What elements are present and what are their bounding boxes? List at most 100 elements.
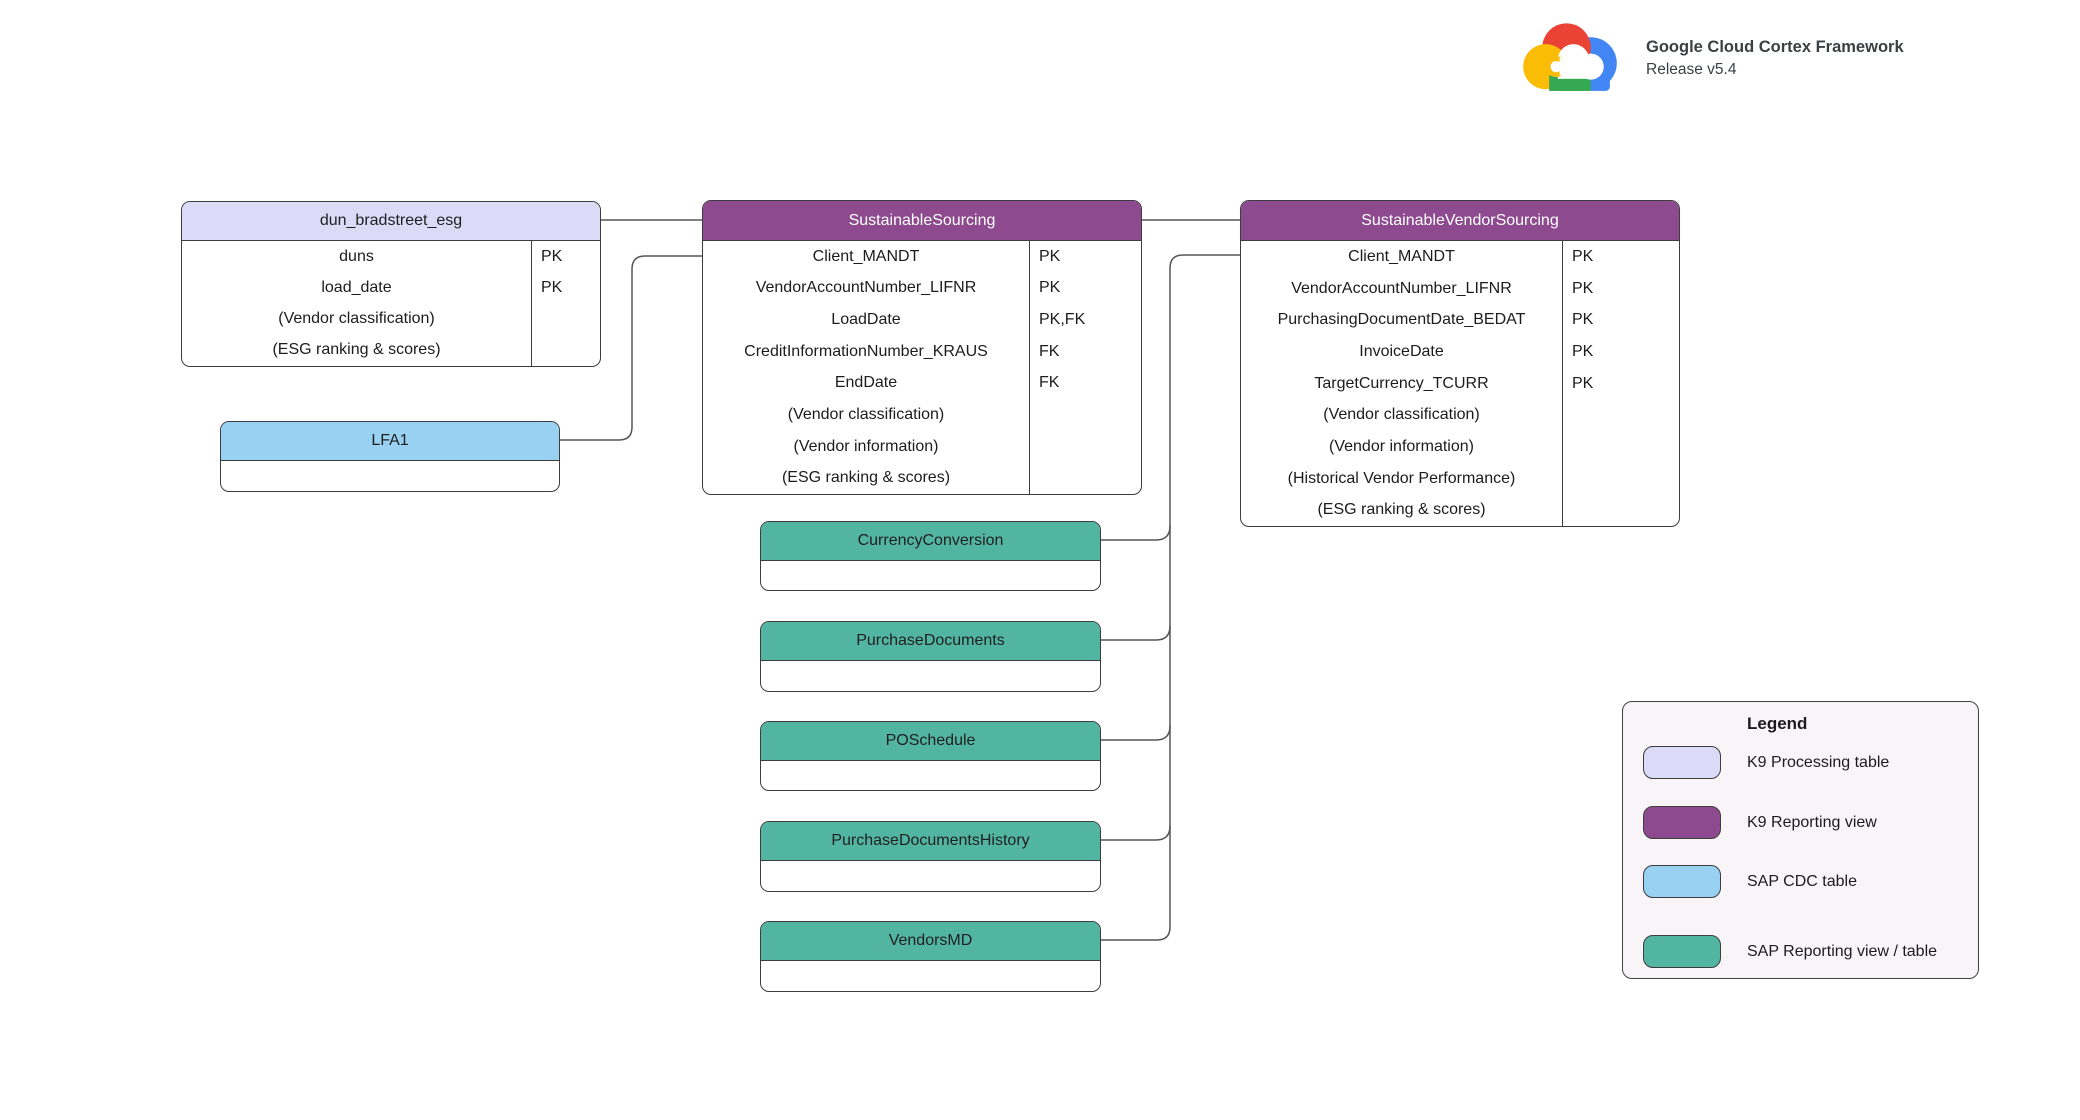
table-row: CreditInformationNumber_KRAUS FK (703, 335, 1141, 368)
field-name: Client_MANDT (812, 247, 920, 265)
table-row (761, 861, 1100, 891)
field-key: PK,FK (1029, 304, 1141, 336)
legend-label: K9 Processing table (1747, 753, 1890, 771)
field-name: (Vendor classification) (1323, 406, 1480, 424)
field-key: FK (1029, 367, 1141, 400)
brand-header: Google Cloud Cortex Framework Release v5… (1518, 14, 1904, 102)
legend-swatch-sap_reporting (1643, 935, 1721, 968)
table-body (761, 761, 1100, 790)
table-title-SustainableVendorSourcing: SustainableVendorSourcing (1241, 201, 1679, 241)
table-body (761, 661, 1100, 691)
table-row (221, 461, 559, 491)
table-row: Client_MANDT PK (703, 241, 1141, 273)
legend-swatch-k9_processing (1643, 746, 1721, 779)
table-title-LFA1: LFA1 (221, 422, 559, 461)
legend-label: SAP CDC table (1747, 872, 1857, 890)
legend-swatch-sap_cdc (1643, 865, 1721, 898)
field-name: LoadDate (831, 311, 901, 329)
field-name: (Vendor information) (793, 437, 939, 455)
field-name: (ESG ranking & scores) (1317, 501, 1486, 519)
table-row: (Vendor classification) (703, 399, 1141, 431)
table-row: (Historical Vendor Performance) (1241, 462, 1679, 495)
field-name: PurchasingDocumentDate_BEDAT (1277, 311, 1526, 329)
table-VendorsMD: VendorsMD (760, 921, 1101, 992)
field-name: VendorAccountNumber_LIFNR (1291, 279, 1512, 297)
field-key: PK (1562, 241, 1679, 273)
table-title-VendorsMD: VendorsMD (761, 922, 1100, 961)
google-cloud-logo (1523, 23, 1617, 91)
connector-poschedule--trunk (1101, 725, 1171, 741)
connector-lfa1--sustainablesourcing (560, 255, 702, 441)
table-body (761, 961, 1100, 991)
table-LFA1: LFA1 (220, 421, 560, 492)
table-row: LoadDate PK,FK (703, 304, 1141, 336)
field-name: (Vendor classification) (787, 405, 945, 423)
field-name: EndDate (834, 374, 898, 392)
field-key (1562, 399, 1679, 432)
table-row: VendorAccountNumber_LIFNR PK (703, 272, 1141, 305)
table-body: Client_MANDT PK VendorAccountNumber_LIFNR P… (703, 241, 1141, 494)
field-name (761, 561, 1100, 590)
table-title-dun_bradstreet_esg: dun_bradstreet_esg (182, 202, 600, 241)
table-row: (ESG ranking & scores) (1241, 494, 1679, 526)
field-name: (Vendor information) (1329, 437, 1474, 455)
field-name: (ESG ranking & scores) (781, 469, 951, 487)
legend-swatch-k9_reporting (1643, 806, 1721, 839)
field-key (531, 334, 600, 366)
field-key: PK (531, 241, 600, 273)
table-title-PurchaseDocuments: PurchaseDocuments (761, 622, 1100, 661)
table-title-PurchaseDocumentsHistory: PurchaseDocumentsHistory (761, 822, 1100, 861)
field-key (1562, 462, 1679, 495)
field-key: PK (1029, 272, 1141, 305)
table-row (761, 761, 1100, 790)
field-key (1562, 431, 1679, 463)
table-row (761, 661, 1100, 691)
field-key: PK (1562, 336, 1679, 368)
legend-label: K9 Reporting view (1747, 813, 1877, 831)
field-key (1029, 430, 1141, 463)
field-key: PK (1029, 241, 1141, 273)
field-key: PK (1562, 367, 1679, 400)
field-name: VendorAccountNumber_LIFNR (755, 279, 977, 297)
table-row: load_date PK (182, 272, 600, 304)
table-row: (Vendor classification) (1241, 399, 1679, 432)
brand-subtitle: Release v5.4 (1646, 60, 1737, 78)
legend-title: Legend (1747, 714, 1808, 733)
field-name (761, 761, 1100, 790)
table-CurrencyConversion: CurrencyConversion (760, 521, 1101, 591)
field-key: PK (1562, 304, 1679, 337)
table-title-CurrencyConversion: CurrencyConversion (761, 522, 1100, 561)
table-row: duns PK (182, 241, 600, 273)
table-row: (Vendor information) (703, 430, 1141, 463)
field-key: FK (1029, 335, 1141, 368)
field-name: InvoiceDate (1359, 342, 1444, 360)
table-body (221, 461, 559, 491)
legend: Legend K9 Processing table K9 Reporting v… (1622, 701, 1979, 979)
connector-trunk-vendorsmd--sustainablevendorsourcing (1101, 254, 1240, 941)
field-name: CreditInformationNumber_KRAUS (744, 342, 988, 360)
table-POSchedule: POSchedule (760, 721, 1101, 791)
legend-label: SAP Reporting view / table (1747, 942, 1938, 960)
field-key (1029, 399, 1141, 431)
connector-currencyconversion--trunk (1101, 525, 1171, 541)
brand-text: Google Cloud Cortex Framework Release v5… (1646, 38, 1904, 79)
table-title-POSchedule: POSchedule (761, 722, 1100, 761)
field-name: duns (339, 247, 374, 265)
field-name: (Historical Vendor Performance) (1287, 469, 1516, 487)
table-row: EndDate FK (703, 367, 1141, 400)
table-body (761, 561, 1100, 590)
field-name (761, 861, 1100, 891)
field-name: load_date (321, 278, 392, 296)
table-row (761, 561, 1100, 590)
table-body (761, 861, 1100, 891)
field-key: PK (531, 272, 600, 304)
